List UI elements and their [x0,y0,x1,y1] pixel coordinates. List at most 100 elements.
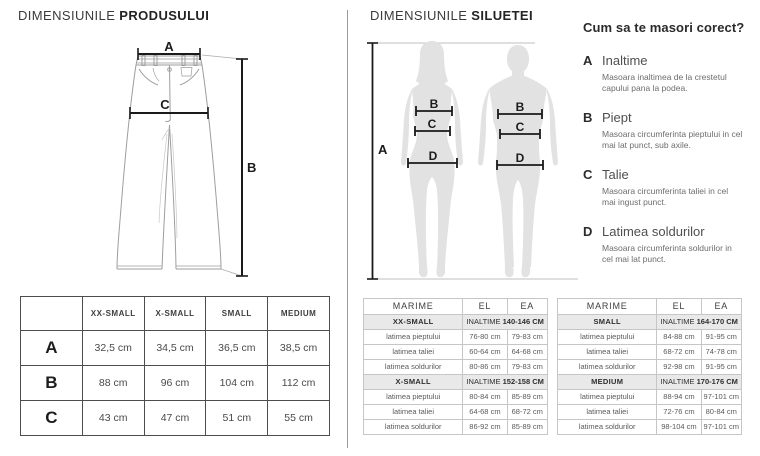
table-row: latimea taliei 72-76 cm 80-84 cm [556,404,743,420]
measure-label: latimea soldurilor [362,359,464,375]
size-group-row: MEDIUM INALTIME 170-176 CM [556,374,742,390]
size-group-row: SMALL INALTIME 164-170 CM [556,314,742,330]
table-row: A 32,5 cm 34,5 cm 36,5 cm 38,5 cm [20,330,330,366]
measure-label: latimea taliei [556,404,658,420]
height-range: INALTIME 140-146 CM [462,314,548,330]
col-header: X-SMALL [143,296,207,331]
value-cell: 80-86 cm [462,359,508,375]
guide-item-inaltime: A Inaltime Masoara inaltimea de la crest… [583,53,749,95]
height-range: INALTIME 164-170 CM [656,314,742,330]
value-cell: 47 cm [143,400,207,436]
value-cell: 79-83 cm [506,329,549,345]
female-label-c: C [428,117,437,131]
guide-letter: B [583,109,593,125]
table-row: latimea pieptului 80-84 cm 85-89 cm [362,389,549,405]
pants-label-a: A [164,39,174,54]
height-label: INALTIME [660,377,695,387]
row-label: B [20,365,83,401]
size-group-row: X-SMALL INALTIME 152-158 CM [362,374,548,390]
guide-letter: A [583,53,593,68]
measure-label: latimea taliei [362,404,464,420]
table-row: latimea soldurilor 80-86 cm 79-83 cm [362,359,549,375]
male-measure-bars [496,109,544,170]
body-size-table-1: MARIME EL EA XX-SMALL INALTIME 140-146 C… [362,298,549,435]
col-header: MARIME [556,298,658,315]
table-row: latimea soldurilor 98-104 cm 97-101 cm [556,419,743,435]
product-size-table: XX-SMALL X-SMALL SMALL MEDIUM A 32,5 cm … [20,296,330,436]
silhouette-label-a: A [378,142,388,157]
value-cell: 64-68 cm [506,344,549,360]
row-label: A [20,330,83,366]
table-row: latimea taliei 68-72 cm 74-78 cm [556,344,743,360]
value-cell: 84-88 cm [656,329,702,345]
female-measure-bars [407,106,458,168]
value-cell: 76-80 cm [462,329,508,345]
pants-dimension-lines [129,48,248,277]
value-cell: 72-76 cm [656,404,702,420]
female-label-b: B [430,97,439,111]
col-header: EL [656,298,702,315]
col-header: SMALL [205,296,269,331]
height-value: 164-170 CM [696,317,738,327]
value-cell: 104 cm [205,365,269,401]
table-row: latimea taliei 60-64 cm 64-68 cm [362,344,549,360]
guide-description: Masoara inaltimea de la crestetul capulu… [602,72,727,94]
value-cell: 55 cm [267,400,330,436]
col-header: XX-SMALL [81,296,145,331]
measure-label: latimea pieptului [362,389,464,405]
guide-term: Talie [602,166,629,182]
table-row: latimea pieptului 84-88 cm 91-95 cm [556,329,743,345]
col-header: MARIME [362,298,464,315]
table-row: latimea soldurilor 92-98 cm 91-95 cm [556,359,743,375]
height-dimension-line [367,42,378,280]
value-cell: 91-95 cm [700,359,743,375]
guide-item-piept: B Piept Masoara circumferinta pieptului … [583,110,749,152]
value-cell: 97-101 cm [700,389,743,405]
value-cell: 91-95 cm [700,329,743,345]
value-cell: 68-72 cm [656,344,702,360]
guide-item-talie: C Talie Masoara circumferinta taliei in … [583,167,749,209]
section-divider [347,10,348,448]
height-range: INALTIME 170-176 CM [656,374,742,390]
male-label-d: D [516,151,525,165]
guide-description: Masoara circumferinta pieptului in cel m… [602,128,743,151]
height-label: INALTIME [466,377,501,387]
value-cell: 85-89 cm [506,419,549,435]
height-value: 152-158 CM [502,377,544,387]
guide-term: Piept [602,109,632,125]
male-label-b: B [516,100,525,114]
size-name: XX-SMALL [362,314,464,330]
value-cell: 79-83 cm [506,359,549,375]
guide-heading: Cum sa te masori corect? [583,20,745,35]
value-cell: 43 cm [81,400,145,436]
corner-cell [20,296,83,331]
col-header: EL [462,298,508,315]
guide-description: Masoara circumferinta taliei in cel mai … [602,185,729,208]
value-cell: 51 cm [205,400,269,436]
size-group-row: XX-SMALL INALTIME 140-146 CM [362,314,548,330]
value-cell: 98-104 cm [656,419,702,435]
table-row: latimea pieptului 88-94 cm 97-101 cm [556,389,743,405]
female-silhouette [401,41,463,278]
measure-label: latimea pieptului [556,389,658,405]
measure-label: latimea pieptului [556,329,658,345]
size-name: MEDIUM [556,374,658,390]
silhouette-section-title: DIMENSIUNILE SILUETEI [370,8,533,23]
table-row: latimea pieptului 76-80 cm 79-83 cm [362,329,549,345]
value-cell: 74-78 cm [700,344,743,360]
value-cell: 96 cm [143,365,207,401]
measure-label: latimea pieptului [362,329,464,345]
height-range: INALTIME 152-158 CM [462,374,548,390]
value-cell: 88 cm [81,365,145,401]
guide-letter: C [583,166,593,182]
pants-diagram: A C B [116,39,256,277]
col-header: EA [700,298,743,315]
height-value: 140-146 CM [502,317,544,327]
value-cell: 60-64 cm [462,344,508,360]
title-bold: PRODUSULUI [119,8,210,23]
guide-term: Latimea soldurilor [602,223,705,239]
silhouettes-diagram: A B C D B C D [367,41,578,280]
measure-label: latimea taliei [556,344,658,360]
value-cell: 32,5 cm [81,330,145,366]
